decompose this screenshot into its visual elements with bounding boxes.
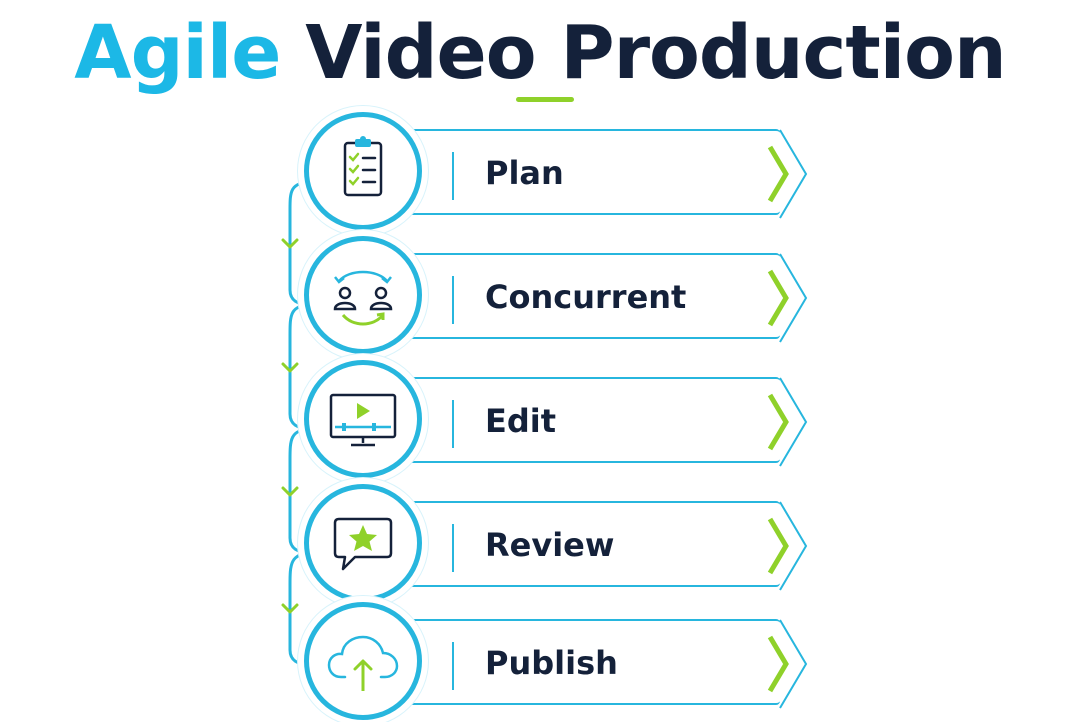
step-label: Review [485, 526, 615, 564]
step-publish: Publish [0, 602, 1080, 722]
step-label: Publish [485, 644, 618, 682]
title-rest: Video Production [305, 10, 1006, 96]
step-divider [452, 276, 454, 324]
page-title: Agile Video Production [0, 8, 1080, 98]
card-arrow [767, 129, 808, 219]
title-underline [516, 97, 574, 102]
step-card [370, 129, 780, 215]
card-arrow [767, 501, 808, 591]
step-label: Edit [485, 402, 557, 440]
step-icon-circle [304, 484, 422, 602]
step-divider [452, 524, 454, 572]
step-edit: Edit [0, 360, 1080, 480]
step-label: Plan [485, 154, 564, 192]
step-plan: Plan [0, 112, 1080, 232]
step-card [370, 377, 780, 463]
card-arrow [767, 377, 808, 467]
step-label: Concurrent [485, 278, 687, 316]
step-divider [452, 400, 454, 448]
step-icon-circle [304, 602, 422, 720]
people-sync-icon [333, 270, 393, 326]
title-accent: Agile [74, 10, 281, 96]
step-icon-circle [304, 360, 422, 478]
step-concurrent: Concurrent [0, 236, 1080, 356]
cloud-upload-icon [327, 635, 399, 691]
clipboard-checklist-icon [343, 136, 383, 197]
step-icon-circle [304, 236, 422, 354]
step-review: Review [0, 484, 1080, 604]
card-arrow [767, 253, 808, 343]
step-icon-circle [304, 112, 422, 230]
card-arrow [767, 619, 808, 709]
star-speech-bubble-icon [333, 517, 393, 571]
monitor-video-icon [329, 393, 397, 447]
step-divider [452, 642, 454, 690]
step-card [370, 501, 780, 587]
step-card [370, 253, 780, 339]
step-divider [452, 152, 454, 200]
